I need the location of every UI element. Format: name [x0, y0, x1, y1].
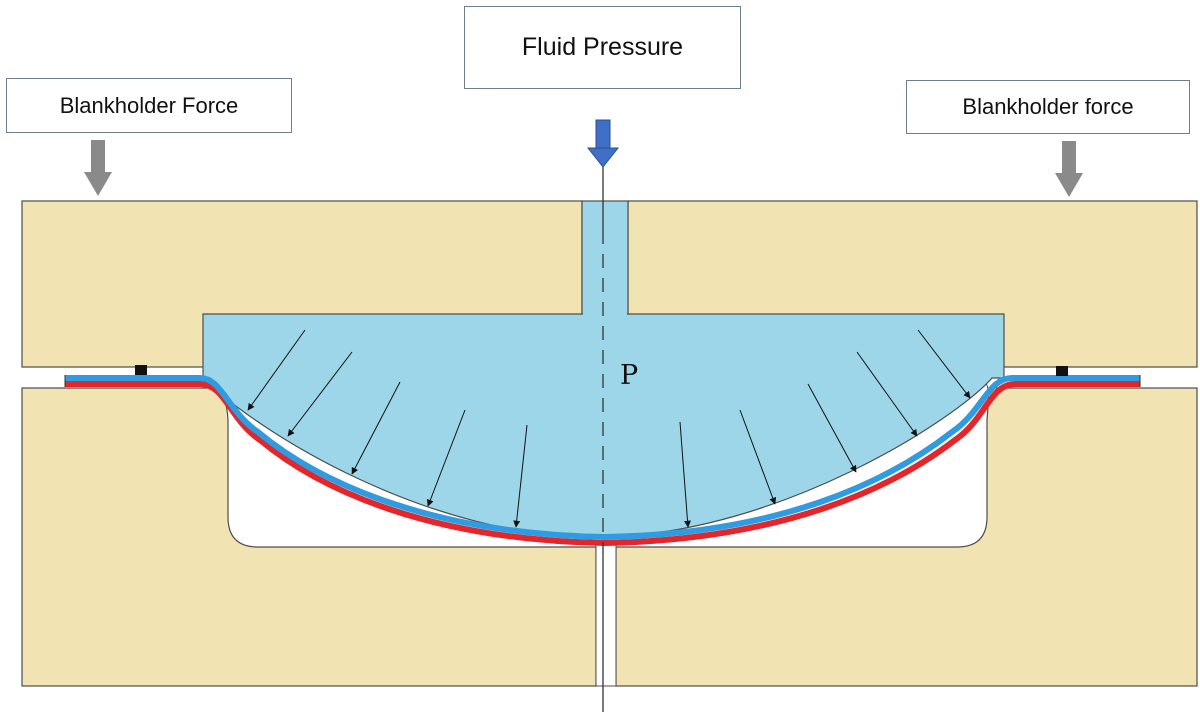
blankholder-force-right-label: Blankholder force [906, 80, 1190, 134]
pressure-arrow-7 [739, 409, 777, 505]
pressure-arrow-9 [856, 351, 918, 437]
blank-blue-layer [65, 375, 1140, 541]
arrow-down-icon [1055, 141, 1083, 197]
pressure-arrow-10 [917, 329, 971, 399]
pressure-arrow-3 [351, 381, 401, 475]
blankholder-force-right-text: Blankholder force [962, 94, 1134, 119]
seal-bead-left [135, 365, 147, 375]
pressure-symbol: P [620, 360, 638, 391]
pressure-arrow-2 [287, 351, 353, 437]
arrow-down-icon [586, 119, 620, 168]
pressure-arrow-5 [513, 424, 528, 528]
arrow-down-icon [84, 140, 112, 196]
fluid-inlet-channel [581, 200, 629, 317]
pressure-arrows [247, 329, 971, 528]
fluid-channel-fill [583, 313, 627, 317]
blankholder-force-left-label: Blankholder Force [6, 78, 292, 133]
pressure-arrow-1 [247, 329, 306, 411]
blankholder-force-left-text: Blankholder Force [59, 92, 239, 118]
fluid-pressure-text: Fluid Pressure [521, 33, 684, 61]
pressure-arrow-4 [426, 409, 466, 507]
vent-slot [595, 544, 617, 687]
pressure-arrow-6 [679, 421, 692, 528]
pressure-arrow-8 [807, 383, 857, 473]
blank-outline [64, 375, 1141, 387]
blank-red-layer [65, 381, 1140, 547]
fluid-pressure-label: Fluid Pressure [464, 6, 741, 89]
seal-bead-right [1056, 366, 1068, 376]
